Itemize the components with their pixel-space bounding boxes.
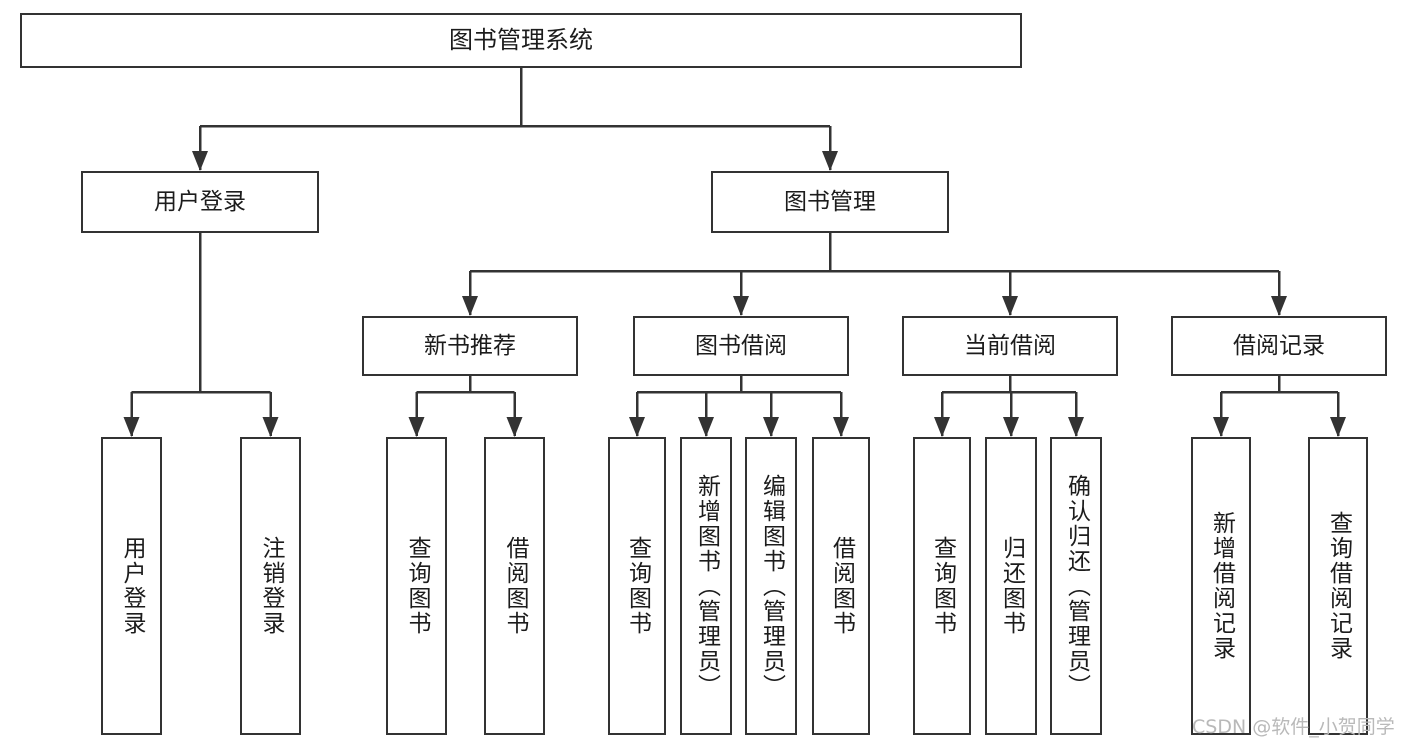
node-label: 用户登录: [154, 188, 246, 215]
node-label: 当前借阅: [964, 332, 1056, 359]
node-label: 归还图书: [998, 536, 1025, 636]
node-leaf-borrow-book-2[interactable]: 借阅图书: [812, 437, 870, 735]
node-leaf-edit-book[interactable]: 编辑图书（管理员）: [745, 437, 797, 735]
node-label: 确认归还（管理员）: [1063, 473, 1090, 699]
node-leaf-confirm-return[interactable]: 确认归还（管理员）: [1050, 437, 1102, 735]
node-label: 借阅图书: [828, 536, 855, 636]
node-label: 借阅图书: [502, 536, 528, 636]
watermark: CSDN @软件_小贺同学: [1192, 716, 1395, 738]
node-book-manage[interactable]: 图书管理: [711, 171, 949, 233]
node-label: 借阅记录: [1233, 332, 1325, 359]
node-label: 图书管理: [784, 188, 876, 215]
node-leaf-add-book[interactable]: 新增图书（管理员）: [680, 437, 732, 735]
node-label: 注销登录: [258, 536, 284, 636]
node-user-login[interactable]: 用户登录: [81, 171, 319, 233]
node-label: 编辑图书（管理员）: [758, 473, 785, 699]
node-label: 新增借阅记录: [1208, 511, 1235, 661]
node-leaf-query-book-3[interactable]: 查询图书: [913, 437, 971, 735]
node-leaf-query-book-2[interactable]: 查询图书: [608, 437, 666, 735]
node-root[interactable]: 图书管理系统: [20, 13, 1022, 68]
node-label: 查询图书: [624, 536, 651, 636]
node-label: 新书推荐: [424, 332, 516, 359]
node-label: 新增图书（管理员）: [693, 473, 720, 699]
node-label: 查询图书: [404, 536, 430, 636]
node-new-book-rec[interactable]: 新书推荐: [362, 316, 578, 376]
node-leaf-add-record[interactable]: 新增借阅记录: [1191, 437, 1251, 735]
node-label: 查询借阅记录: [1325, 511, 1352, 661]
node-leaf-query-record[interactable]: 查询借阅记录: [1308, 437, 1368, 735]
node-leaf-return-book[interactable]: 归还图书: [985, 437, 1037, 735]
node-label: 用户登录: [119, 536, 145, 636]
node-current-borrow[interactable]: 当前借阅: [902, 316, 1118, 376]
node-leaf-borrow-book-1[interactable]: 借阅图书: [484, 437, 545, 735]
node-borrow-record[interactable]: 借阅记录: [1171, 316, 1387, 376]
node-label: 图书管理系统: [449, 25, 593, 54]
node-leaf-logout[interactable]: 注销登录: [240, 437, 301, 735]
node-leaf-query-book-1[interactable]: 查询图书: [386, 437, 447, 735]
node-label: 图书借阅: [695, 332, 787, 359]
node-book-borrow[interactable]: 图书借阅: [633, 316, 849, 376]
node-leaf-user-login[interactable]: 用户登录: [101, 437, 162, 735]
node-label: 查询图书: [929, 536, 956, 636]
